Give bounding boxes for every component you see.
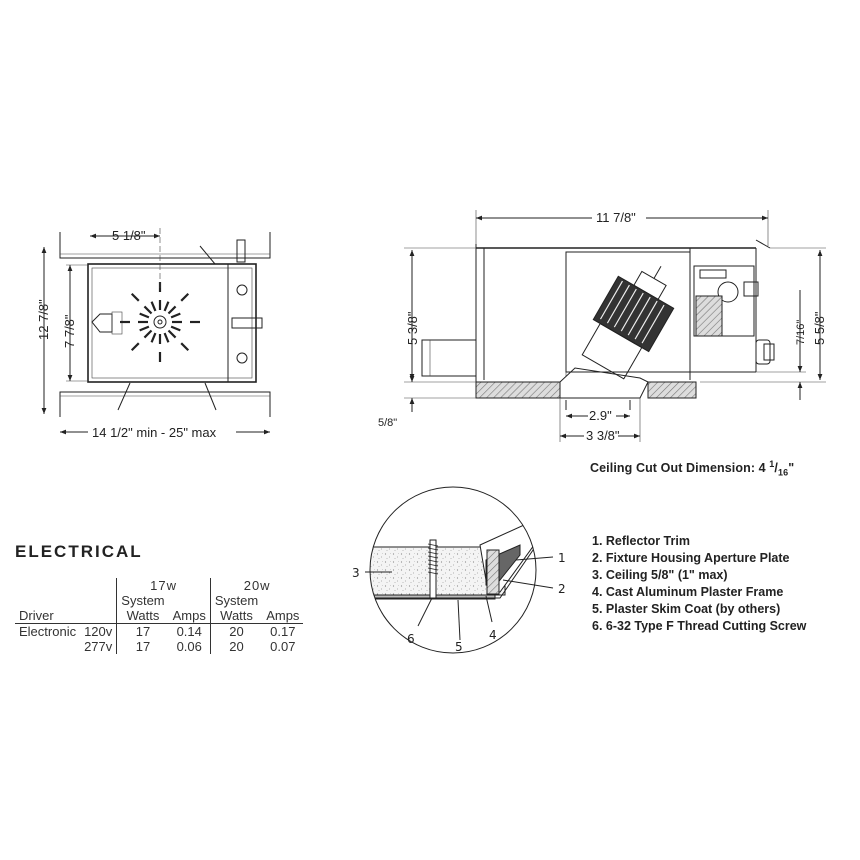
legend-item: 6. 6-32 Type F Thread Cutting Screw [592,619,807,633]
voltage: 277v [84,639,113,654]
ceiling-cutout-label: Ceiling Cut Out Dimension: 4 1/16" [590,459,795,478]
callout-4: 4 [489,628,497,642]
knockout-top [236,284,248,296]
table-row: 277v 17 0.06 20 0.07 [15,639,303,654]
conduit-left [421,339,477,377]
voltage: 120v [84,624,113,639]
plan-dim-left-inner: 7 7/8" [62,314,77,348]
side-view: 11 7/8" [378,210,827,443]
watts-header-1: Watts [116,608,169,624]
electrical-table: 17w 20w System System Driver Watts Amps … [15,578,304,654]
plaster-frame [486,549,500,595]
amps-header-1: Amps [168,608,211,624]
plan-dim-bottom: 14 1/2" min - 25" max [92,425,217,440]
aperture-vent [120,282,200,362]
system-label-2: System [209,593,263,608]
callout-6: 6 [407,632,415,646]
lamp-module [581,266,675,380]
watts-17: 17 [116,639,169,654]
arrow-tag [91,313,113,333]
top-hanger-bar [59,232,271,259]
group-17w: 17w [116,578,211,593]
watts-header-2: Watts [209,608,263,624]
legend-item: 5. Plaster Skim Coat (by others) [592,602,781,616]
side-dim-top: 11 7/8" [596,210,636,225]
amps-17: 0.06 [176,639,202,654]
ceiling-cutout-den: 16 [777,467,789,478]
system-label-1: System [116,593,169,608]
housing-box [87,263,257,383]
callout-1: 1 [558,551,566,565]
side-dim-right-outer: 5 5/8" [812,311,827,345]
amps-17: 0.14 [176,624,202,639]
ceiling-cutout-num: 1 [769,459,775,469]
table-row: Electronic 120v 17 0.14 20 0.17 [15,623,303,639]
detail-view: 1 2 3 4 5 6 [352,486,566,654]
side-dim-left: 5 3/8" [405,311,420,345]
driver-type: Electronic [19,624,77,639]
side-dim-aperture: 2.9" [589,408,612,423]
driver-type [15,639,80,654]
driver-header: Driver [15,608,81,624]
callout-2: 2 [558,582,566,596]
ceiling-right [647,381,697,399]
legend-item: 2. Fixture Housing Aperture Plate [592,551,790,565]
legend-item: 1. Reflector Trim [592,534,690,548]
detail-legend: 1. Reflector Trim 2. Fixture Housing Ape… [592,533,806,635]
group-20w: 20w [209,578,304,593]
bottom-hanger-bar [59,391,271,417]
callout-3: 3 [352,566,360,580]
plan-dim-top: 5 1/8" [112,228,146,243]
electrical-title: ELECTRICAL [15,542,143,561]
amps-20: 0.17 [270,624,296,639]
side-dim-ceiling: 5/8" [378,417,397,429]
legend-item: 4. Cast Aluminum Plaster Frame [592,585,784,599]
knockout-bottom [236,352,248,364]
watts-20: 20 [209,623,263,639]
plan-view: 5 1/8" 12 7/8" 7 7/8" 14 1/2" min - 25" … [36,228,271,440]
ceiling-cutout-text: Ceiling Cut Out Dimension: 4 [590,461,766,476]
driver-box [693,265,755,337]
callout-5: 5 [455,640,463,654]
plan-dim-left-outer: 12 7/8" [36,299,51,340]
side-dim-trim: 3 3/8" [586,428,620,443]
ceiling-cutout-unit: " [788,461,795,476]
side-dim-right-inner: 7/16" [795,320,807,345]
watts-20: 20 [209,639,263,654]
legend-item: 3. Ceiling 5/8" (1" max) [592,568,728,582]
amps-header-2: Amps [262,608,304,624]
watts-17: 17 [116,623,169,639]
amps-20: 0.07 [270,639,296,654]
ceiling-left [475,381,561,399]
